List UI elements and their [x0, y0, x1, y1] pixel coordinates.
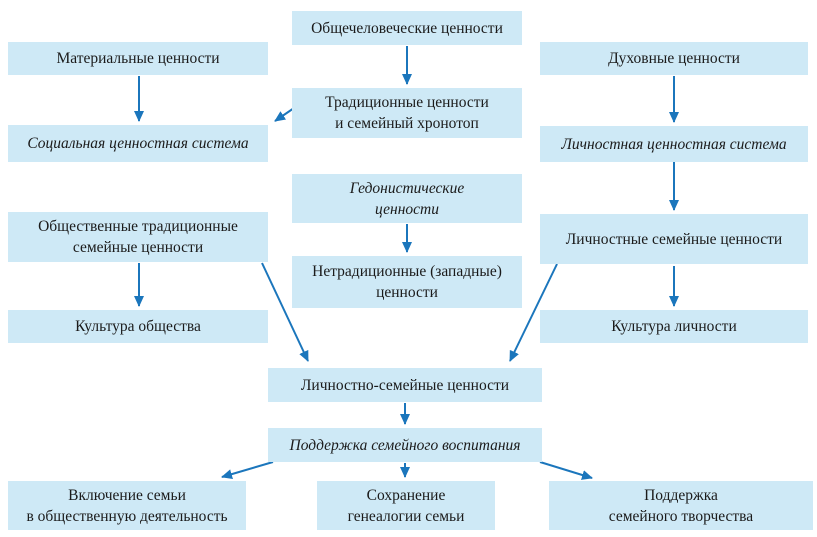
node-family-inclusion: Включение семьи в общественную деятельно… [8, 481, 246, 530]
node-spiritual-values: Духовные ценности [540, 42, 808, 75]
arrow-support-to-creativity [539, 461, 593, 480]
node-personal-value-system: Личностная ценностная система [540, 126, 808, 162]
node-culture-of-society: Культура общества [8, 310, 268, 343]
node-hedonistic-values: Гедонистические ценности [292, 174, 522, 223]
node-traditional-values: Традиционные ценности и семейный хроното… [292, 88, 522, 138]
node-personal-family-values-combined: Личностно-семейные ценности [268, 368, 542, 402]
arrow-support-to-family-inclusion [221, 461, 274, 479]
node-family-creativity-support: Поддержка семейного творчества [549, 481, 813, 530]
node-universal-values: Общечеловеческие ценности [292, 11, 522, 45]
node-nontraditional-values: Нетрадиционные (западные) ценности [292, 256, 522, 308]
node-personal-family-values: Личностные семейные ценности [540, 214, 808, 264]
node-culture-of-person: Культура личности [540, 310, 808, 343]
node-genealogy-preservation: Сохранение генеалогии семьи [317, 481, 495, 530]
node-public-traditional-family-values: Общественные традиционные семейные ценно… [8, 212, 268, 262]
node-support-family-upbringing: Поддержка семейного воспитания [268, 428, 542, 462]
node-social-value-system: Социальная ценностная система [8, 125, 268, 162]
node-material-values: Материальные ценности [8, 42, 268, 75]
